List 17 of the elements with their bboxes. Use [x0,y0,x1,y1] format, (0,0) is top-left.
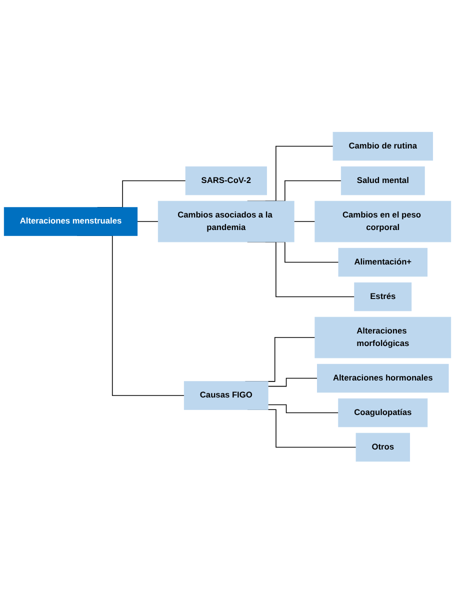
connector [268,378,318,386]
node-box: SARS-CoV-2 [185,166,267,195]
node-box: Cambios en el peso corporal [314,200,452,242]
node-box: Coagulopatías [338,398,428,427]
connector [294,220,316,222]
node-box: Otros [356,432,410,462]
node-box: Causas FIGO [184,380,268,410]
connector [268,404,339,413]
node-box: Estrés [354,282,412,311]
node-box: Alimentación+ [338,248,428,276]
node-box: Salud mental [340,166,425,195]
connector [136,220,159,222]
node-box: Alteraciones menstruales [4,206,138,236]
node-box: Cambio de rutina [332,132,433,160]
node-box: Alteraciones morfológicas [314,316,452,358]
node-box: Cambios asociados a la pandemia [158,200,294,242]
node-box: Alteraciones hormonales [317,364,449,392]
